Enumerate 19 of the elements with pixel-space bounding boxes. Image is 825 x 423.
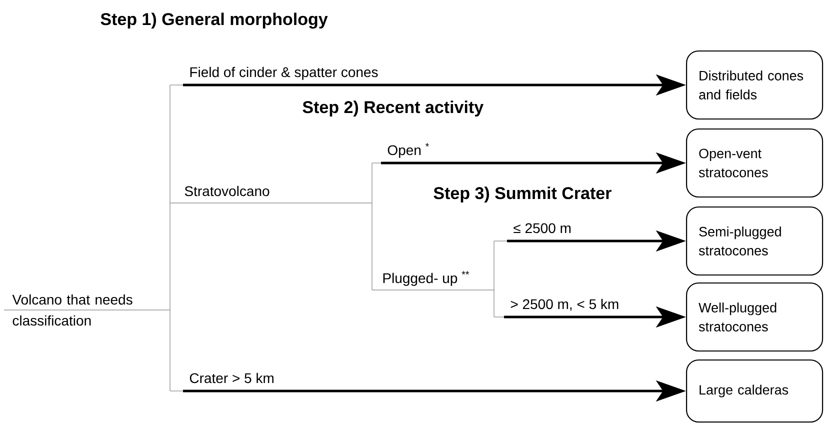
branch-line <box>170 162 372 290</box>
category-box: Distributed cones and fields <box>686 50 824 120</box>
branch-label: Plugged- up $^{**}$ <box>381 270 471 287</box>
branch-line <box>372 240 494 318</box>
category-box: Open-vent stratocones <box>686 128 824 198</box>
step-heading: Step 3) Summit Crater <box>434 186 612 203</box>
branch-label: Stratovolcano <box>183 184 271 198</box>
category-box: Large calderas <box>686 359 824 423</box>
edge-label: Open $^{*}$ <box>386 142 431 159</box>
edge-label: > 2500 m, < 5 km <box>509 298 620 312</box>
step-heading: Step 2) Recent activity <box>302 100 484 117</box>
start-text: Volcano that needs classification <box>12 294 132 326</box>
step-heading: Step 1) General morphology <box>100 12 328 29</box>
category-box: Well-plugged stratocones <box>686 282 824 352</box>
category-box: Semi-plugged stratocones <box>686 206 824 276</box>
edge-label: ≤ 2500 m <box>512 222 572 234</box>
edge-label: Crater > 5 km <box>188 372 276 384</box>
branch-line <box>4 84 170 392</box>
edge-label: Field of cinder & spatter cones <box>188 66 380 81</box>
